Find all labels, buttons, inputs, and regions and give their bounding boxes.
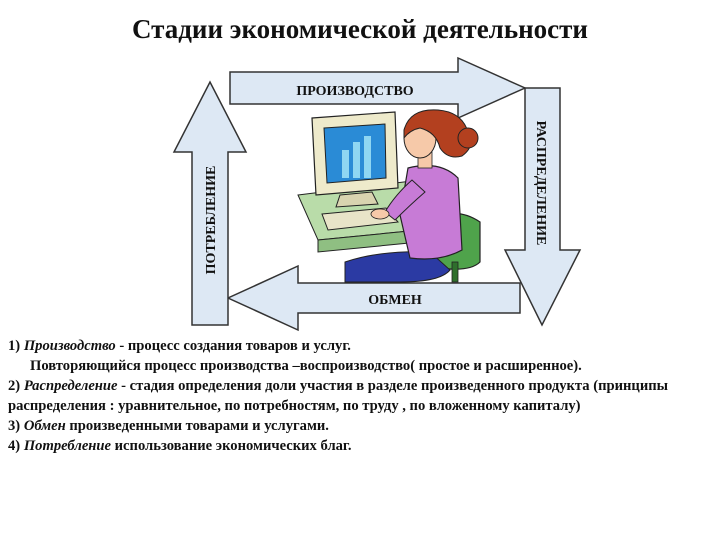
arrow-consumption-label: ПОТРЕБЛЕНИЕ bbox=[204, 166, 219, 275]
woman-at-computer-icon bbox=[297, 109, 481, 283]
definition-item: Повторяющийся процесс производства –восп… bbox=[8, 356, 714, 376]
definition-text: произведенными товарами и услугами. bbox=[65, 418, 329, 434]
arrow-production-label: ПРОИЗВОДСТВО bbox=[296, 84, 413, 99]
definition-text: Повторяющийся процесс производства –восп… bbox=[30, 358, 582, 374]
definition-term: Обмен bbox=[23, 418, 66, 434]
arrow-distribution bbox=[503, 87, 582, 327]
arrow-consumption bbox=[172, 80, 248, 326]
definition-number: 3) bbox=[8, 418, 21, 434]
definition-item: 1) Производство - процесс создания товар… bbox=[8, 336, 714, 356]
arrow-distribution-label: РАСПРЕДЕЛЕНИЕ bbox=[533, 121, 548, 246]
definition-term: Потребление bbox=[23, 438, 111, 454]
arrow-exchange-label: ОБМЕН bbox=[368, 293, 422, 308]
definition-number: 1) bbox=[8, 338, 21, 354]
stages-cycle-diagram: ПРОИЗВОДСТВО РАСПРЕДЕЛЕНИЕ ОБМЕН ПОТРЕБЛ… bbox=[172, 56, 582, 332]
arrow-production bbox=[229, 56, 527, 120]
definition-item: 3) Обмен произведенными товарами и услуг… bbox=[8, 416, 714, 436]
definitions-list: 1) Производство - процесс создания товар… bbox=[8, 336, 714, 456]
definition-number: 2) bbox=[8, 378, 21, 394]
definition-text: - процесс создания товаров и услуг. bbox=[115, 338, 351, 354]
definition-text: - стадия определения доли участия в разд… bbox=[8, 378, 669, 414]
definition-number: 4) bbox=[8, 438, 21, 454]
definition-term: Производство bbox=[23, 338, 116, 354]
page-title: Стадии экономической деятельности bbox=[132, 14, 588, 44]
definition-text: использование экономических благ. bbox=[111, 438, 352, 454]
arrow-exchange bbox=[226, 264, 521, 332]
definition-term: Распределение bbox=[23, 378, 118, 394]
definition-item: 2) Распределение - стадия определения до… bbox=[8, 376, 714, 416]
definition-item: 4) Потребление использование экономическ… bbox=[8, 436, 714, 456]
